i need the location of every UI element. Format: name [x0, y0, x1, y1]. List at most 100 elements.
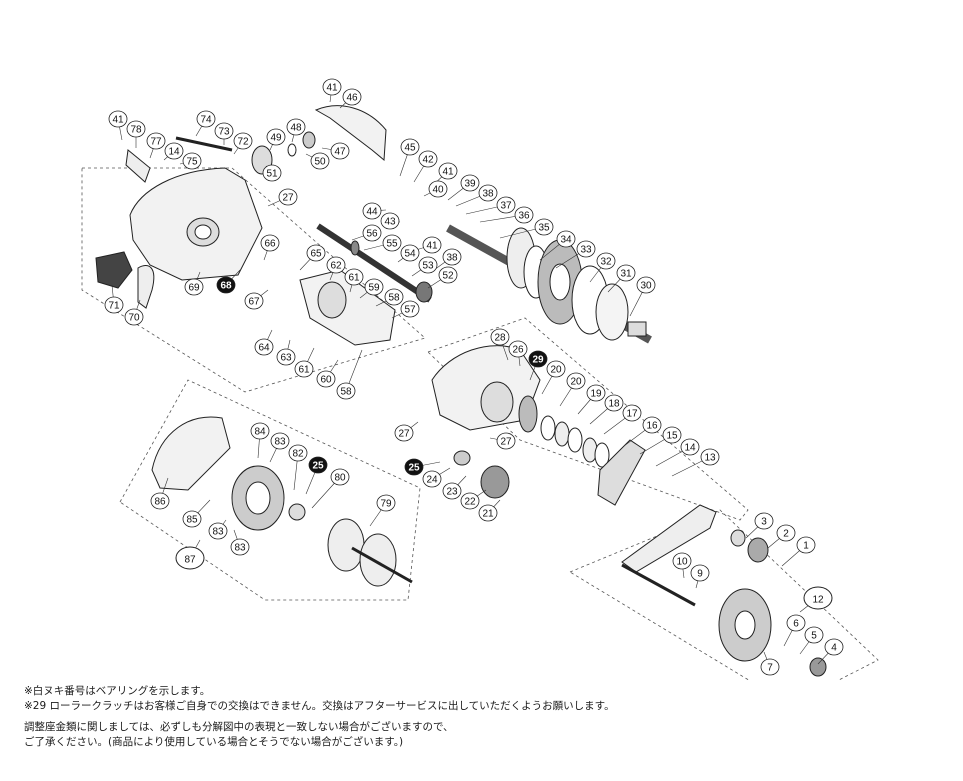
part-callout-59: 59	[364, 278, 384, 296]
part-callout-60: 60	[316, 370, 336, 388]
part-callout-69: 69	[184, 278, 204, 296]
callout-label: 27	[500, 437, 512, 448]
callout-bubble	[460, 174, 480, 192]
part-callout-46: 46	[342, 88, 362, 106]
callout-label: 68	[220, 281, 232, 292]
callout-label: 54	[404, 249, 416, 260]
callout-label: 9	[697, 569, 703, 580]
callout-label: 50	[314, 157, 326, 168]
callout-bubble	[322, 78, 342, 96]
callout-label: 41	[426, 241, 438, 252]
callout-label: 72	[237, 137, 249, 148]
part-callout-56: 56	[362, 224, 382, 242]
part-callout-7: 7	[760, 658, 780, 676]
part-callout-70: 70	[124, 308, 144, 326]
part-callout-28: 28	[490, 328, 510, 346]
washer-row-2-shape	[554, 421, 570, 447]
callout-bubble	[150, 492, 170, 510]
callout-label: 67	[248, 297, 260, 308]
callout-label: 82	[292, 449, 304, 460]
callout-bubble	[622, 404, 642, 422]
part-callout-66: 66	[260, 234, 280, 252]
callout-bubble	[442, 482, 462, 500]
part-callout-30: 30	[636, 276, 656, 294]
washer-row-1-shape	[540, 415, 556, 441]
callout-label: 5	[811, 631, 817, 642]
callout-bubble	[306, 244, 326, 262]
callout-label: 40	[432, 185, 444, 196]
callout-label: 33	[580, 245, 592, 256]
side-cover-shape	[151, 416, 231, 491]
callout-label: 53	[422, 261, 434, 272]
callout-label: 21	[482, 509, 494, 520]
callout-label: 42	[422, 155, 434, 166]
callout-bubble	[754, 512, 774, 530]
callout-bubble	[308, 456, 328, 474]
part-callout-78: 78	[126, 120, 146, 138]
part-callout-67: 67	[244, 292, 264, 310]
callout-label: 85	[186, 515, 198, 526]
part-callout-9: 9	[690, 564, 710, 582]
notes: ※白ヌキ番号はベアリングを示します。 ※29 ローラークラッチはお客様ご自身での…	[24, 684, 944, 750]
part-callout-72: 72	[233, 132, 253, 150]
callout-label: 65	[310, 249, 322, 260]
callout-bubble	[514, 206, 534, 224]
part-callout-41: 41	[422, 236, 442, 254]
callout-bubble	[104, 296, 124, 314]
part-callout-54: 54	[400, 244, 420, 262]
callout-bubble	[616, 264, 636, 282]
part-callout-1: 1	[796, 536, 816, 554]
part-callout-45: 45	[400, 138, 420, 156]
part-callout-21: 21	[478, 504, 498, 522]
callout-bubble	[404, 458, 424, 476]
callout-label: 6	[793, 619, 799, 630]
callout-label: 32	[600, 257, 612, 268]
callout-label: 14	[684, 443, 696, 454]
callout-bubble	[642, 416, 662, 434]
handle-nut-shape	[747, 537, 769, 563]
note-roller-clutch: ※29 ローラークラッチはお客様ご自身での交換はできません。交換はアフターサービ…	[24, 700, 615, 712]
part-callout-5: 5	[804, 626, 824, 644]
part-callout-32: 32	[596, 252, 616, 270]
callout-bubble	[175, 546, 205, 570]
callout-bubble	[586, 384, 606, 402]
callout-bubble	[382, 234, 402, 252]
part-callout-34: 34	[556, 230, 576, 248]
part-callout-25: 25	[404, 458, 424, 476]
callout-bubble	[760, 658, 780, 676]
part-callout-18: 18	[604, 394, 624, 412]
part-callout-73: 73	[214, 122, 234, 140]
callout-label: 79	[380, 499, 392, 510]
callout-label: 66	[264, 239, 276, 250]
part-callout-49: 49	[266, 128, 286, 146]
callout-label: 83	[212, 527, 224, 538]
callout-label: 36	[518, 211, 530, 222]
part-callout-14: 14	[164, 142, 184, 160]
part-callout-61: 61	[294, 360, 314, 378]
section-frame-3	[427, 317, 749, 521]
callout-label: 25	[312, 461, 324, 472]
pinion-collar-shape	[350, 240, 360, 256]
callout-bubble	[164, 142, 184, 160]
callout-bubble	[496, 432, 516, 450]
part-callout-36: 36	[514, 206, 534, 224]
callout-bubble	[108, 110, 128, 128]
callout-bubble	[596, 252, 616, 270]
callout-label: 16	[646, 421, 658, 432]
part-callout-65: 65	[306, 244, 326, 262]
callout-bubble	[214, 122, 234, 140]
callout-bubble	[270, 432, 290, 450]
callout-bubble	[690, 564, 710, 582]
part-callout-82: 82	[288, 444, 308, 462]
callout-bubble	[244, 292, 264, 310]
part-callout-26: 26	[508, 340, 528, 358]
callout-label: 61	[298, 365, 310, 376]
callout-bubble	[478, 184, 498, 202]
bearing-23-shape	[453, 450, 471, 466]
part-callout-57: 57	[400, 300, 420, 318]
part-callout-61: 61	[344, 268, 364, 286]
part-callout-12: 12	[803, 586, 833, 610]
callout-bubble	[803, 586, 833, 610]
right-plate-bearing-seat	[480, 381, 514, 423]
part-callout-20: 20	[566, 372, 586, 390]
